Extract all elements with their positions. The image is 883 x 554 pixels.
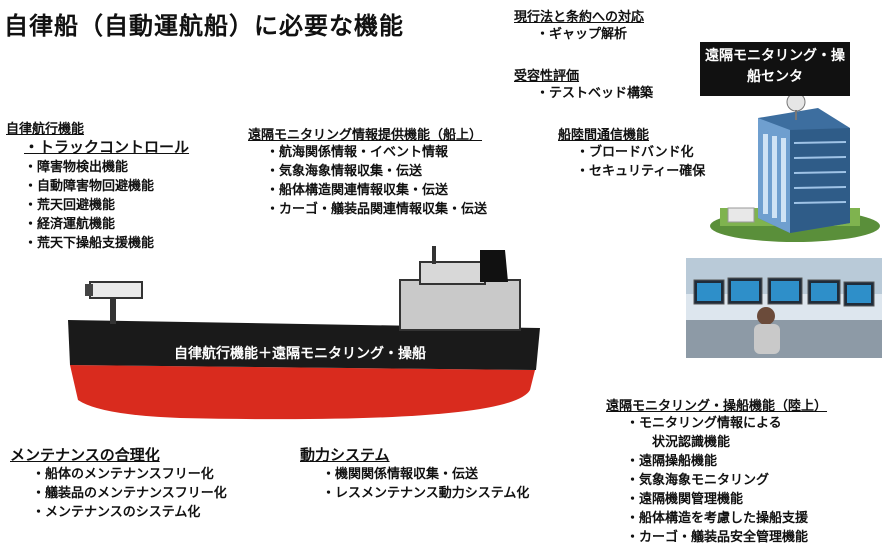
remote-info-section: 遠隔モニタリング情報提供機能（船上） 航海関係情報・イベント情報 気象海象情報収…	[248, 124, 487, 219]
list-item: ブロードバンド化	[576, 143, 705, 162]
list-item: テストベッド構築	[536, 84, 653, 103]
acceptance-section: 受容性評価 テストベッド構築	[514, 65, 653, 103]
list-item: 遠隔操船機能	[626, 452, 827, 471]
list-item: カーゴ・艤装品安全管理機能	[626, 528, 827, 547]
list-item: 船体構造を考慮した操船支援	[626, 509, 827, 528]
list-item: 航海関係情報・イベント情報	[266, 143, 487, 162]
ship-shore-heading: 船陸間通信機能	[558, 128, 650, 143]
laws-heading: 現行法と条約への対応	[514, 10, 645, 25]
acceptance-heading: 受容性評価	[514, 69, 580, 84]
laws-section: 現行法と条約への対応 ギャップ解析	[514, 6, 644, 44]
list-item: 荒天下操船支援機能	[24, 234, 189, 253]
list-item: メンテナンスのシステム化	[32, 503, 227, 522]
maintenance-list: 船体のメンテナンスフリー化 艤装品のメンテナンスフリー化 メンテナンスのシステム…	[10, 465, 227, 522]
autonomous-nav-list: トラックコントロール 障害物検出機能 自動障害物回避機能 荒天回避機能 経済運航…	[6, 137, 189, 253]
power-section: 動力システム 機関関係情報収集・伝送 レスメンテナンス動力システム化	[300, 444, 529, 503]
list-item: モニタリング情報による	[626, 414, 827, 433]
list-item: トラックコントロール	[24, 137, 189, 158]
list-item: 自動障害物回避機能	[24, 177, 189, 196]
list-item: セキュリティー確保	[576, 162, 705, 181]
list-item: 障害物検出機能	[24, 158, 189, 177]
list-item: 機関関係情報収集・伝送	[322, 465, 529, 484]
list-item: 船体構造関連情報収集・伝送	[266, 181, 487, 200]
list-item: カーゴ・艤装品関連情報収集・伝送	[266, 200, 487, 219]
list-item: レスメンテナンス動力システム化	[322, 484, 529, 503]
list-item-continuation: 状況認識機能	[652, 435, 731, 450]
control-center-label: 遠隔モニタリング・操船センタ	[700, 42, 850, 96]
remote-control-heading: 遠隔モニタリング・操船機能（陸上）	[606, 399, 828, 414]
ship-illustration	[68, 246, 540, 420]
ship-shore-list: ブロードバンド化 セキュリティー確保	[558, 143, 705, 181]
autonomous-nav-heading: 自律航行機能	[6, 122, 85, 137]
remote-control-list: モニタリング情報による 状況認識機能 遠隔操船機能 気象海象モニタリング 遠隔機…	[606, 414, 827, 547]
remote-info-list: 航海関係情報・イベント情報 気象海象情報収集・伝送 船体構造関連情報収集・伝送 …	[248, 143, 487, 219]
ship-shore-section: 船陸間通信機能 ブロードバンド化 セキュリティー確保	[558, 124, 705, 181]
list-item: 艤装品のメンテナンスフリー化	[32, 484, 227, 503]
list-item: 気象海象情報収集・伝送	[266, 162, 487, 181]
power-list: 機関関係情報収集・伝送 レスメンテナンス動力システム化	[300, 465, 529, 503]
control-room-photo	[686, 258, 882, 358]
ship-label: 自律航行機能＋遠隔モニタリング・操船	[174, 346, 426, 362]
control-center-building-illustration	[710, 92, 880, 242]
laws-list: ギャップ解析	[514, 25, 644, 44]
remote-info-heading: 遠隔モニタリング情報提供機能（船上）	[248, 128, 483, 143]
page-title: 自律船（自動運航船）に必要な機能	[4, 12, 404, 40]
list-item: 荒天回避機能	[24, 196, 189, 215]
list-item: 遠隔機関管理機能	[626, 490, 827, 509]
list-item: 船体のメンテナンスフリー化	[32, 465, 227, 484]
list-item: ギャップ解析	[536, 25, 644, 44]
maintenance-section: メンテナンスの合理化 船体のメンテナンスフリー化 艤装品のメンテナンスフリー化 …	[10, 444, 227, 522]
maintenance-heading: メンテナンスの合理化	[10, 446, 160, 464]
power-heading: 動力システム	[300, 446, 390, 464]
autonomous-nav-section: 自律航行機能 トラックコントロール 障害物検出機能 自動障害物回避機能 荒天回避…	[6, 118, 189, 253]
list-item: 経済運航機能	[24, 215, 189, 234]
acceptance-list: テストベッド構築	[514, 84, 653, 103]
remote-control-section: 遠隔モニタリング・操船機能（陸上） モニタリング情報による 状況認識機能 遠隔操…	[606, 395, 827, 547]
list-item: 気象海象モニタリング	[626, 471, 827, 490]
